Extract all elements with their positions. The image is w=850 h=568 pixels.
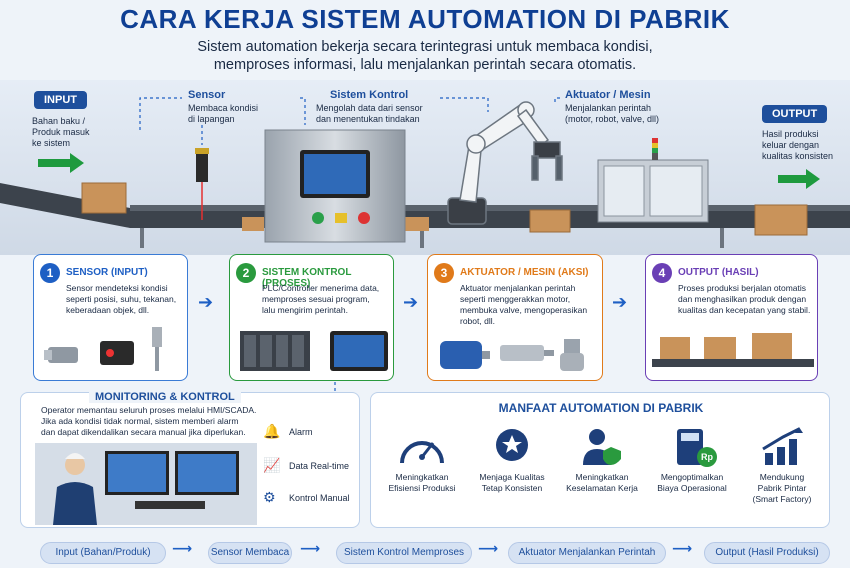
control-system-label: Sistem Kontrol xyxy=(330,89,409,101)
alarm-icon: 🔔 xyxy=(263,423,281,439)
card-output: 4 OUTPUT (HASIL) Proses produksi berjala… xyxy=(645,254,818,381)
flow-arrow-3-icon: ➔ xyxy=(612,292,628,312)
sensor-label: Sensor xyxy=(188,89,226,101)
flow-bottom-arrow-2-icon: ⟶ xyxy=(300,540,321,556)
card-title-actuator: AKTUATOR / MESIN (AKSI) xyxy=(460,267,589,278)
step-number-2: 2 xyxy=(236,263,256,283)
box-1 xyxy=(81,182,127,214)
input-badge: INPUT xyxy=(34,91,87,109)
sensor-devices-icon xyxy=(44,327,162,371)
box-5 xyxy=(754,204,808,236)
flow-bottom-arrow-3-icon: ⟶ xyxy=(478,540,499,556)
gear-icon: ⚙ xyxy=(263,489,276,505)
gauge-icon xyxy=(400,441,444,464)
dashed-connectors xyxy=(139,97,560,145)
actuator-label: Aktuator / Mesin xyxy=(565,89,651,101)
flow-step-sensor: Sensor Membaca xyxy=(208,542,292,564)
factory-scene xyxy=(0,80,850,255)
flow-bottom-arrow-4-icon: ⟶ xyxy=(672,540,693,556)
box-2 xyxy=(242,217,264,231)
step-number-3: 3 xyxy=(434,263,454,283)
flow-arrow-1-icon: ➔ xyxy=(198,292,214,312)
box-4 xyxy=(529,209,571,233)
monitoring-item-realtime: Data Real-time xyxy=(289,461,350,471)
rupiah-badge: Rp xyxy=(697,447,717,467)
monitoring-title: MONITORING & KONTROL xyxy=(89,391,241,403)
robot-arm xyxy=(447,101,563,225)
subtitle-line-2: memproses informasi, lalu menjalankan pe… xyxy=(213,57,637,73)
control-cabinet xyxy=(264,129,406,243)
step-number-4: 4 xyxy=(652,263,672,283)
input-arrow-icon xyxy=(38,153,84,173)
output-badge: OUTPUT xyxy=(762,105,828,123)
monitoring-description: Operator memantau seluruh proses melalui… xyxy=(41,405,257,437)
card-title-output: OUTPUT (HASIL) xyxy=(678,267,759,278)
quality-badge-icon xyxy=(496,429,528,461)
output-arrow-icon xyxy=(778,169,820,189)
benefits-title: MANFAAT AUTOMATION DI PABRIK xyxy=(498,401,704,415)
monitoring-panel: MONITORING & KONTROL Operator memantau s… xyxy=(20,391,360,528)
growth-chart-icon xyxy=(762,427,803,465)
actuator-description: Menjalankan perintah(motor, robot, valve… xyxy=(565,103,660,124)
chart-icon: 📈 xyxy=(263,457,281,473)
operator-workstation-icon xyxy=(35,443,257,525)
safety-worker-icon xyxy=(583,429,621,465)
card-title-control: SISTEM KONTROL (PROSES) xyxy=(262,267,352,289)
card-title-sensor: SENSOR (INPUT) xyxy=(66,267,148,278)
plc-hmi-icon xyxy=(240,331,388,371)
flow-bottom-arrow-1-icon: ⟶ xyxy=(172,540,193,556)
card-desc-control: PLC/Controller menerima data,memproses s… xyxy=(262,283,380,315)
card-sensor: 1 SENSOR (INPUT) Sensor mendeteksi kondi… xyxy=(33,254,188,381)
flow-step-output: Output (Hasil Produksi) xyxy=(704,542,830,564)
benefits-panel: MANFAAT AUTOMATION DI PABRIK Meningkatka… xyxy=(370,392,830,528)
card-actuator: 3 AKTUATOR / MESIN (AKSI) Aktuator menja… xyxy=(427,254,603,381)
flow-arrow-2-icon: ➔ xyxy=(403,292,419,312)
proximity-sensor xyxy=(195,148,209,220)
step-number-1: 1 xyxy=(40,263,60,283)
packaging-machine xyxy=(597,138,709,223)
output-conveyor-icon xyxy=(652,333,814,367)
flow-step-control: Sistem Kontrol Memproses xyxy=(336,542,472,564)
box-3 xyxy=(405,217,429,231)
actuator-devices-icon xyxy=(440,339,584,371)
subtitle-line-1: Sistem automation bekerja secara terinte… xyxy=(197,39,653,55)
flow-step-actuator: Aktuator Menjalankan Perintah xyxy=(508,542,666,564)
calculator-icon xyxy=(677,429,703,465)
flow-step-input: Input (Bahan/Produk) xyxy=(40,542,166,564)
monitoring-item-alarm: Alarm xyxy=(289,427,313,437)
card-control-system: 2 SISTEM KONTROL (PROSES) PLC/Controller… xyxy=(229,254,394,381)
page-title: CARA KERJA SISTEM AUTOMATION DI PABRIK xyxy=(120,4,730,34)
monitoring-item-manual: Kontrol Manual xyxy=(289,493,350,503)
page-subtitle: Sistem automation bekerja secara terinte… xyxy=(0,38,850,74)
